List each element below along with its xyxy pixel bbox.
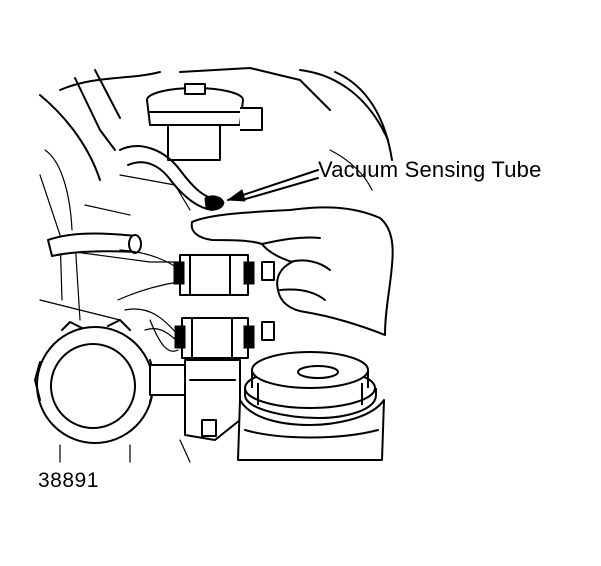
distributor-cap-left [34, 319, 191, 444]
hand [190, 206, 394, 336]
center-housing [184, 359, 241, 441]
vacuum-switch-upper [173, 254, 275, 296]
callout-label: Vacuum Sensing Tube [318, 157, 542, 182]
vacuum-hose-upper [119, 145, 225, 211]
vacuum-canister [146, 83, 263, 161]
vacuum-hose-left [47, 232, 142, 257]
lower-lines [59, 439, 191, 463]
figure-number: 38891 [38, 469, 99, 492]
reservoir-cap [237, 351, 385, 461]
vacuum-switch-lower [174, 317, 275, 359]
callout-leader [226, 169, 319, 202]
